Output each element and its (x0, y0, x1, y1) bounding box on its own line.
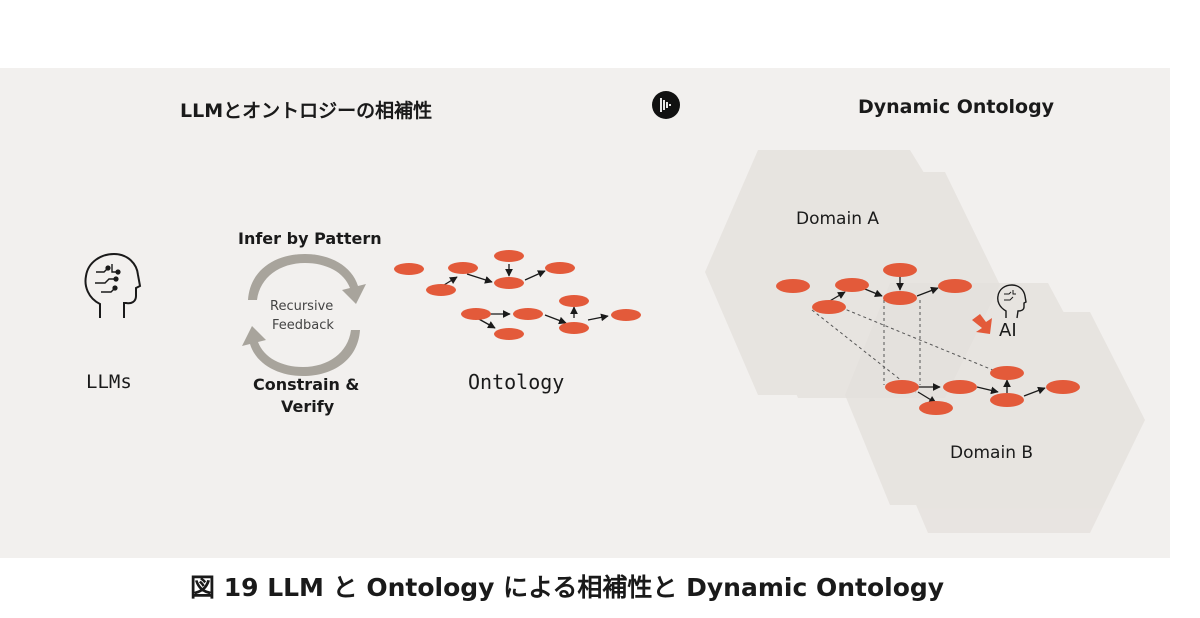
left-section-title: LLMとオントロジーの相補性 (180, 100, 433, 122)
brand-logo-icon (652, 91, 680, 119)
feedback-label: Feedback (272, 318, 334, 333)
ontology-node (461, 308, 491, 320)
figure-caption: 図 19 LLM と Ontology による相補性と Dynamic Onto… (190, 573, 945, 602)
domain-a-node (835, 278, 869, 292)
ai-pointer-arrow (972, 314, 992, 334)
domain-b-graph (885, 366, 1080, 415)
llms-label: LLMs (86, 371, 132, 393)
domain-b-hexagons (845, 283, 1145, 533)
ontology-node (559, 322, 589, 334)
ontology-label: Ontology (468, 370, 565, 394)
domain-a-node (776, 279, 810, 293)
domain-b-node (885, 380, 919, 394)
domain-b-node (943, 380, 977, 394)
domain-b-label: Domain B (950, 443, 1034, 463)
right-section-title: Dynamic Ontology (858, 96, 1055, 118)
domain-b-node (990, 366, 1024, 380)
ontology-node (494, 328, 524, 340)
ai-label: AI (999, 320, 1017, 341)
ontology-node (611, 309, 641, 321)
domain-a-node (883, 291, 917, 305)
cycle-arrow-top (248, 254, 366, 304)
ai-head-icon (997, 284, 1027, 319)
cycle-arrow-bottom (242, 326, 360, 376)
ontology-node (426, 284, 456, 296)
infer-by-pattern-label: Infer by Pattern (238, 229, 382, 248)
domain-b-node (919, 401, 953, 415)
ontology-node (545, 262, 575, 274)
domain-b-node (1046, 380, 1080, 394)
ontology-node (559, 295, 589, 307)
ontology-node (494, 250, 524, 262)
domain-a-node (883, 263, 917, 277)
recursive-cycle-arrows (242, 254, 366, 376)
domain-b-hexagon-front (880, 312, 1145, 533)
ontology-node (494, 277, 524, 289)
ontology-graph (394, 250, 641, 340)
ontology-node (448, 262, 478, 274)
ontology-node (513, 308, 543, 320)
domain-a-node (938, 279, 972, 293)
ontology-nodes (394, 250, 641, 340)
domain-b-node (990, 393, 1024, 407)
domain-a-label: Domain A (796, 209, 879, 229)
brain-head-icon (84, 252, 142, 318)
domain-a-node (812, 300, 846, 314)
domain-a-graph (776, 263, 972, 314)
verify-label: Verify (281, 397, 335, 416)
ontology-node (394, 263, 424, 275)
constrain-label: Constrain & (253, 375, 360, 394)
recursive-label: Recursive (270, 299, 334, 314)
domain-link-lines (811, 300, 1006, 393)
